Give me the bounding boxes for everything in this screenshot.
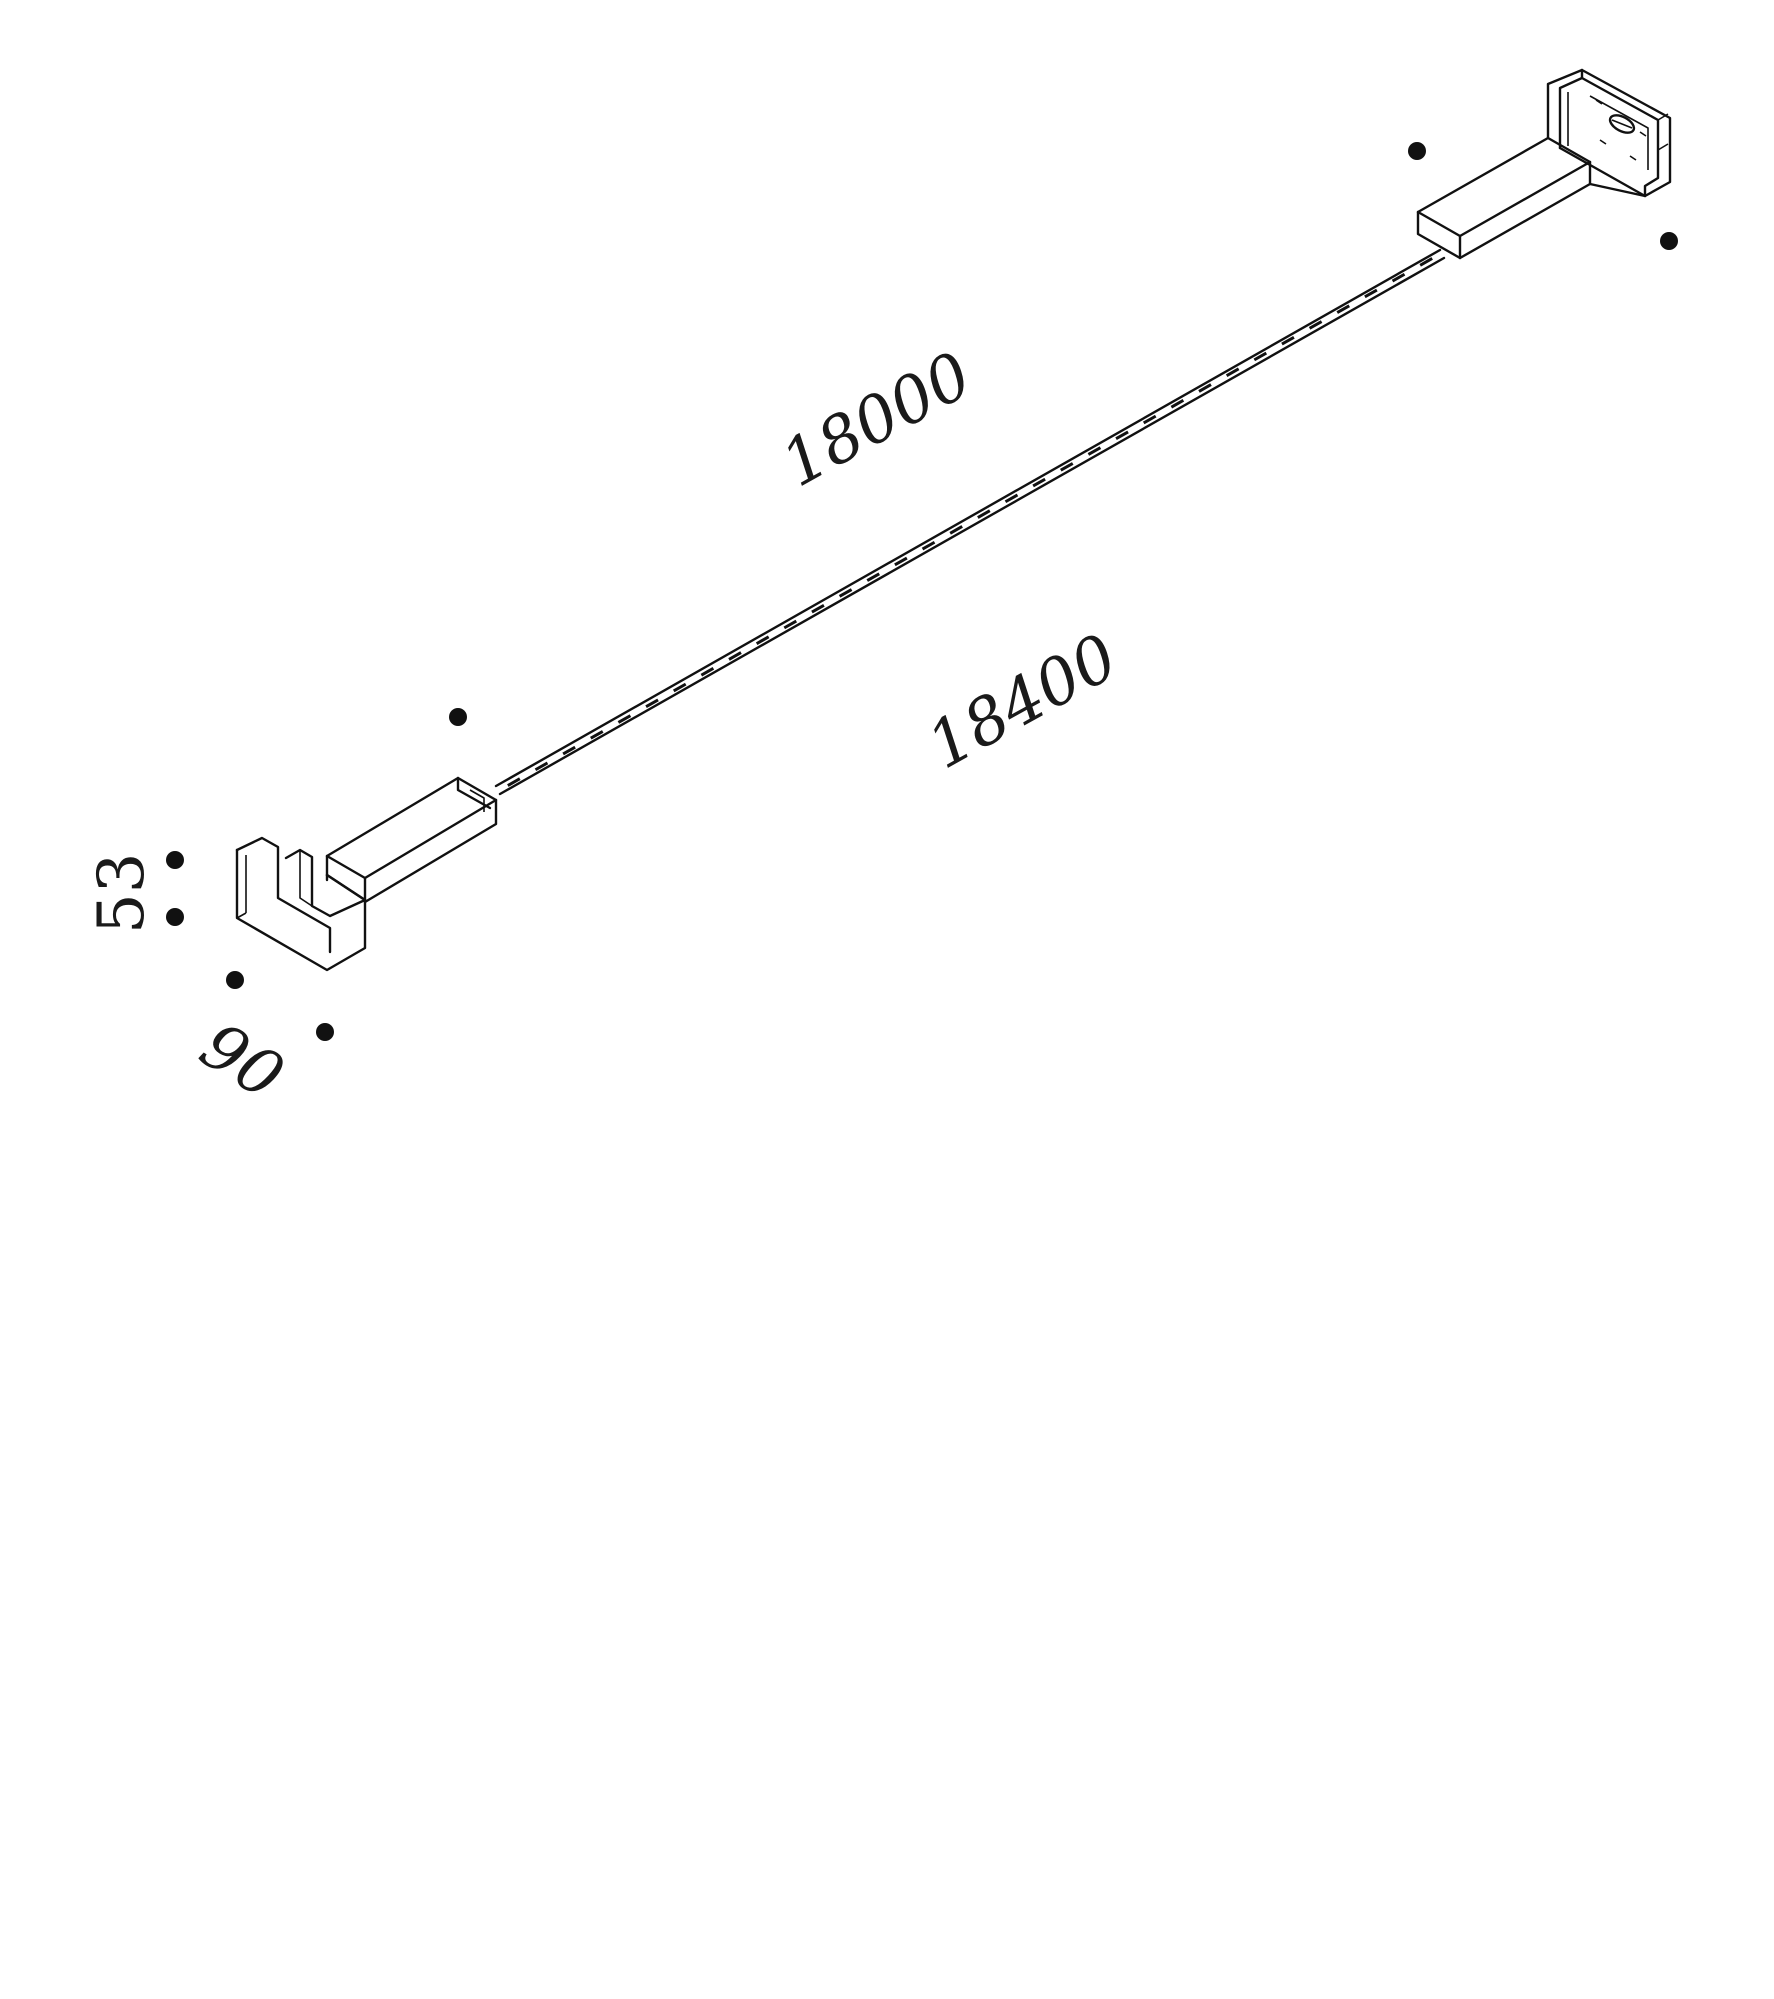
strip-led-mark — [1419, 257, 1433, 267]
strip-led-mark — [811, 604, 825, 614]
strip-led-mark — [1225, 367, 1240, 377]
strip-led-mark — [921, 540, 936, 551]
led-strip — [494, 248, 1446, 796]
strip-led-mark — [1060, 462, 1074, 472]
strip-led-mark — [949, 525, 963, 535]
dimension-90: 90 — [188, 1009, 296, 1115]
strip-led-mark — [645, 698, 659, 708]
left-connector-box — [325, 776, 498, 904]
strip-led-mark — [1032, 477, 1046, 488]
strip-led-mark — [590, 730, 604, 740]
dimension-53: 53 — [85, 853, 159, 934]
strip-led-mark — [783, 619, 798, 630]
strip-led-mark — [562, 745, 576, 756]
strip-led-mark — [1364, 288, 1378, 299]
strip-led-mark — [534, 761, 549, 772]
strip-led-mark — [507, 777, 521, 787]
strip-led-mark — [1391, 272, 1406, 283]
marker-dot — [166, 851, 184, 869]
strip-led-mark — [1281, 336, 1295, 346]
strip-led-mark — [1142, 414, 1157, 425]
strip-led-mark — [1198, 383, 1212, 393]
strip-led-mark — [866, 572, 880, 582]
strip-led-mark — [977, 509, 991, 519]
dimension-18400: 18400 — [916, 621, 1130, 784]
strip-led-mark — [755, 635, 770, 645]
strip-led-mark — [672, 682, 687, 693]
strip-led-mark — [1170, 399, 1185, 409]
strip-led-mark — [700, 667, 715, 677]
strip-led-mark — [1087, 446, 1102, 456]
strip-led-mark — [1308, 320, 1323, 330]
strip-pattern — [507, 257, 1433, 787]
marker-dot — [1408, 142, 1426, 160]
marker-dot — [1660, 232, 1678, 250]
right-end-cap — [1546, 68, 1672, 198]
dimension-18000: 18000 — [770, 339, 984, 502]
strip-led-mark — [838, 588, 853, 598]
marker-dot — [316, 1023, 334, 1041]
marker-dot — [166, 908, 184, 926]
strip-led-mark — [728, 651, 742, 661]
left-end-profile — [235, 836, 367, 972]
strip-led-mark — [1253, 351, 1268, 362]
strip-led-mark — [1115, 430, 1129, 440]
strip-led-mark — [1004, 493, 1019, 504]
marker-dot — [449, 708, 467, 726]
strip-led-mark — [894, 556, 908, 567]
marker-dot — [226, 971, 244, 989]
right-connector-box — [1416, 136, 1592, 260]
dimension-markers — [166, 142, 1678, 1041]
strip-led-mark — [1336, 304, 1350, 314]
strip-led-mark — [617, 714, 632, 724]
